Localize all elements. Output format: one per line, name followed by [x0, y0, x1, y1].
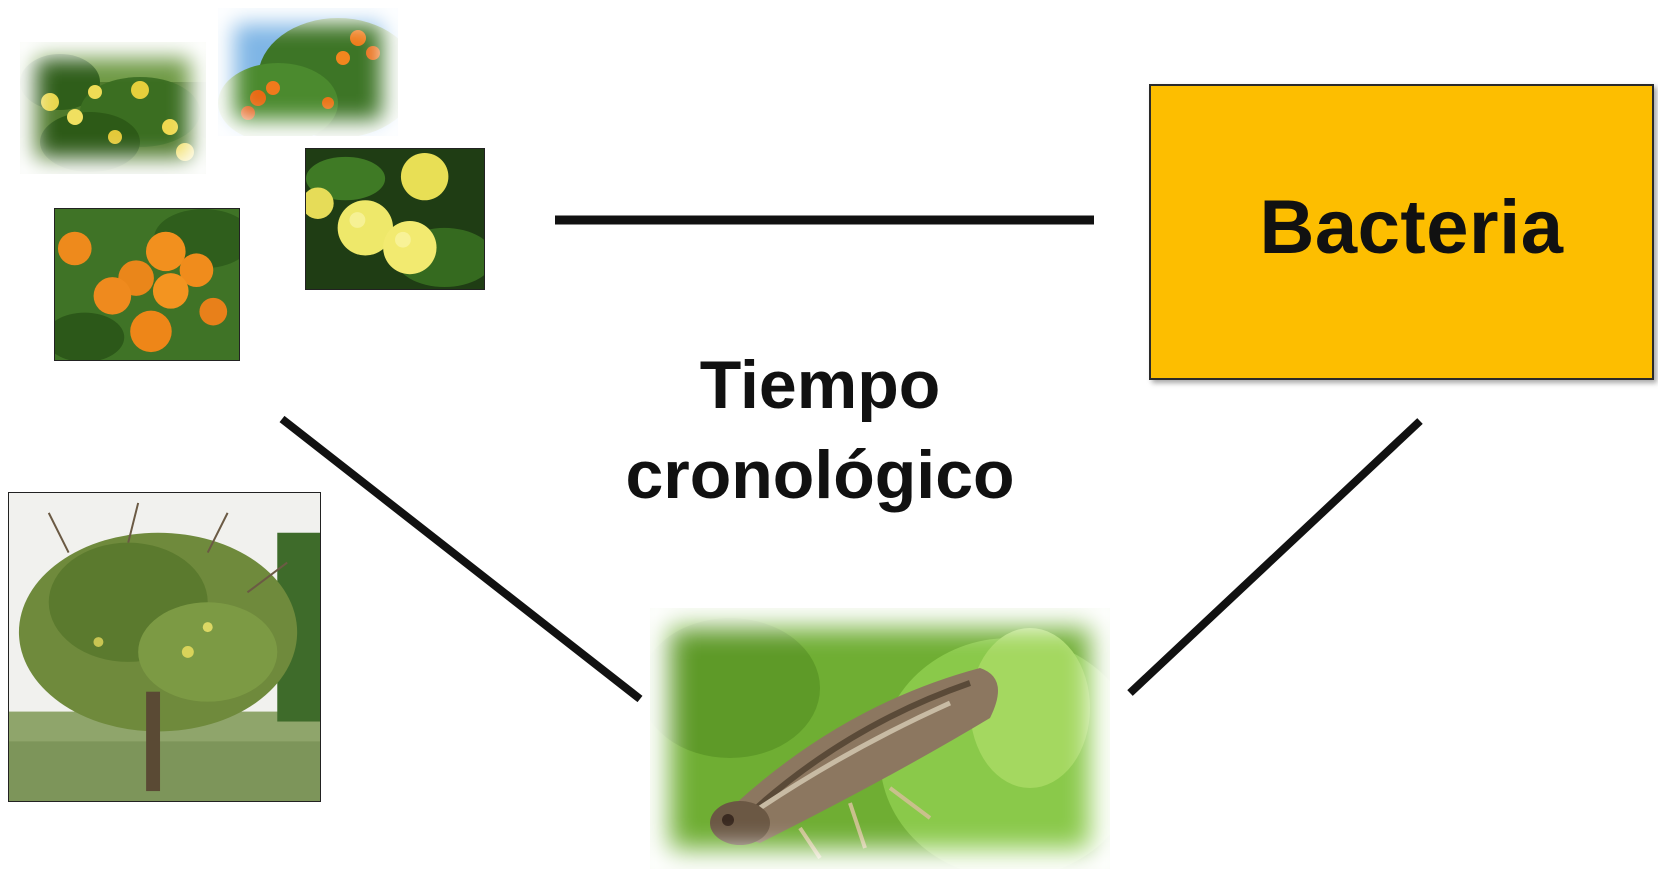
bacteria-label: Bacteria — [1259, 184, 1564, 270]
right-connector-line — [1127, 418, 1423, 696]
mandarin-branch-sky-image — [218, 8, 398, 136]
bacteria-box: Bacteria — [1149, 84, 1654, 380]
insect-image — [650, 608, 1110, 869]
center-label-line1: Tiempo — [699, 347, 941, 423]
center-label: Tiempo cronológico — [560, 340, 1080, 520]
orange-cluster-image — [54, 208, 240, 361]
yellow-citrus-image — [305, 148, 485, 290]
center-label-line2: cronológico — [625, 437, 1015, 513]
left-connector-line — [279, 415, 643, 703]
citrus-tree-yellow-fruit-image — [20, 42, 206, 174]
diseased-tree-image — [8, 492, 321, 802]
